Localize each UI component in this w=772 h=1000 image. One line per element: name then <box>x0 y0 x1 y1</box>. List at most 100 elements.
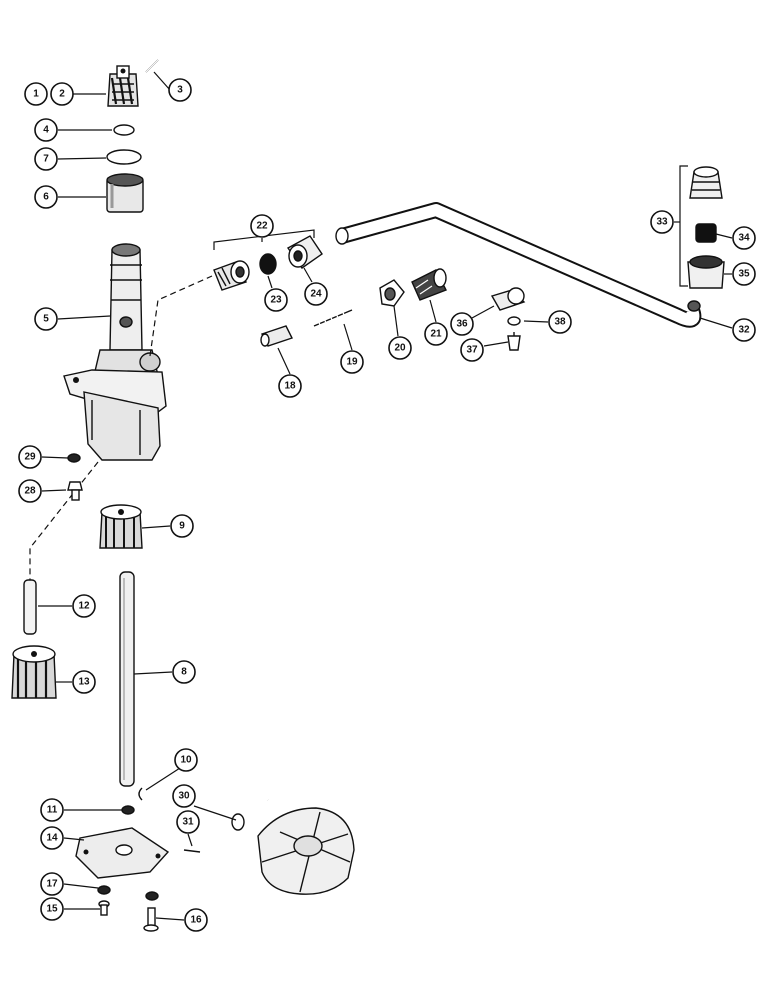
leader-lines <box>38 71 733 921</box>
callout-36: 36 <box>450 312 474 336</box>
shaft-nut <box>121 805 135 815</box>
callout-number: 17 <box>46 879 58 890</box>
callout-11: 11 <box>40 798 64 822</box>
callout-17: 17 <box>40 872 64 896</box>
callout-circle <box>548 310 572 334</box>
tube-clip <box>490 287 526 311</box>
callout-number: 4 <box>43 125 49 136</box>
cover-nut-right <box>145 891 159 901</box>
callout-circle <box>34 307 58 331</box>
callout-number: 9 <box>179 521 185 532</box>
drive-shaft <box>119 571 135 787</box>
o-ring <box>106 149 142 165</box>
callout-15: 15 <box>40 897 64 921</box>
callout-number: 13 <box>78 677 90 688</box>
callout-24: 24 <box>304 282 328 306</box>
drive-gear <box>107 65 139 107</box>
pump-cover <box>75 827 170 879</box>
mounting-washer <box>67 453 81 463</box>
callout-circle <box>388 336 412 360</box>
callout-number: 12 <box>78 601 90 612</box>
callout-10: 10 <box>174 748 198 772</box>
callout-number: 18 <box>284 381 296 392</box>
callout-8: 8 <box>172 660 196 684</box>
callout-circle <box>40 897 64 921</box>
callout-circle <box>450 312 474 336</box>
callout-28: 28 <box>18 479 42 503</box>
callout-number: 8 <box>181 667 187 678</box>
callout-16: 16 <box>184 908 208 932</box>
dashed-guide-lower <box>29 461 99 590</box>
callout-33: 33 <box>650 210 674 234</box>
bracket-33 <box>679 165 688 287</box>
callout-circle <box>340 350 364 374</box>
relief-spring <box>313 309 353 331</box>
callout-9: 9 <box>170 514 194 538</box>
callout-number: 19 <box>346 357 358 368</box>
oil-pickup-screen <box>231 796 355 895</box>
callout-30: 30 <box>172 784 196 808</box>
callout-circle <box>18 445 42 469</box>
callout-5: 5 <box>34 307 58 331</box>
callout-number: 29 <box>24 452 36 463</box>
callout-31: 31 <box>176 810 200 834</box>
callout-35: 35 <box>732 262 756 286</box>
callout-2: 2 <box>50 82 74 106</box>
callout-number: 6 <box>43 192 49 203</box>
callout-number: 38 <box>554 317 566 328</box>
pump-body <box>63 243 167 461</box>
callout-circle <box>40 826 64 850</box>
adjusting-screw <box>411 268 447 301</box>
oil-tube <box>335 202 702 328</box>
callout-37: 37 <box>460 338 484 362</box>
callout-34: 34 <box>732 226 756 250</box>
callout-circle <box>40 872 64 896</box>
callout-circle <box>18 479 42 503</box>
callout-number: 1 <box>33 89 39 100</box>
callout-circle <box>34 185 58 209</box>
callout-circle <box>460 338 484 362</box>
callout-circle <box>176 810 200 834</box>
callout-circle <box>732 226 756 250</box>
cotter-pin <box>183 849 201 853</box>
callout-number: 14 <box>46 833 58 844</box>
callout-circle <box>34 118 58 142</box>
callout-circle <box>250 214 274 238</box>
callout-12: 12 <box>72 594 96 618</box>
idler-shaft <box>23 579 37 635</box>
callout-circle <box>34 147 58 171</box>
relief-plunger <box>260 325 293 347</box>
callout-circle <box>304 282 328 306</box>
callout-circle <box>172 784 196 808</box>
callout-22: 22 <box>250 214 274 238</box>
callout-circle <box>168 78 192 102</box>
lock-nut <box>379 279 405 307</box>
callout-38: 38 <box>548 310 572 334</box>
callout-circle <box>424 322 448 346</box>
callout-21: 21 <box>424 322 448 346</box>
callout-1: 1 <box>24 82 48 106</box>
callout-circle <box>264 288 288 312</box>
mounting-bolt <box>67 481 83 501</box>
drive-rotor <box>99 504 143 549</box>
clip-washer <box>507 316 521 326</box>
callout-number: 10 <box>180 755 192 766</box>
callout-circle <box>72 670 96 694</box>
callout-number: 35 <box>738 269 750 280</box>
tube-connector <box>689 166 723 199</box>
callout-circle <box>650 210 674 234</box>
callout-3: 3 <box>168 78 192 102</box>
bushing <box>106 173 144 213</box>
callout-number: 5 <box>43 314 49 325</box>
callout-number: 33 <box>656 217 668 228</box>
callout-6: 6 <box>34 185 58 209</box>
callout-number: 16 <box>190 915 202 926</box>
retaining-ring <box>138 787 143 801</box>
callout-20: 20 <box>388 336 412 360</box>
tube-nut <box>687 255 725 289</box>
callout-number: 20 <box>394 343 406 354</box>
tube-sleeve <box>695 223 717 243</box>
cover-bolt <box>143 907 159 932</box>
